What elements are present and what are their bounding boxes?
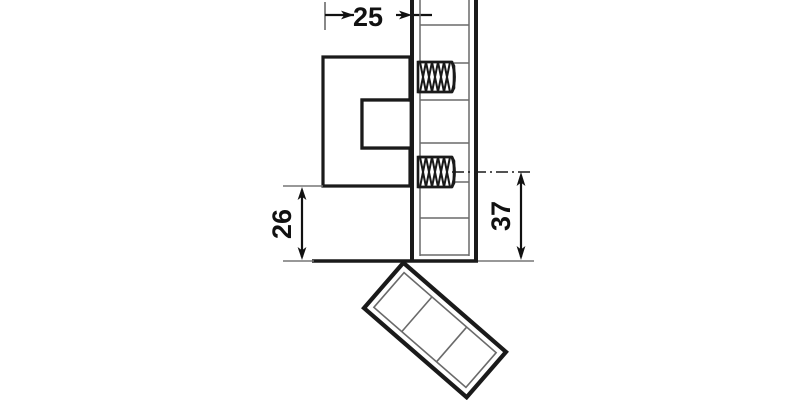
vertical-panel (410, 0, 478, 262)
dimension-37: 37 (486, 172, 526, 260)
dimension-label-25: 25 (353, 2, 383, 32)
dimension-label-26: 26 (267, 209, 297, 239)
rotated-panel-divider-2 (435, 326, 468, 363)
dimension-25: 25 (324, 0, 432, 32)
screw-upper-thread-b (419, 61, 451, 93)
dim-arrowhead-25-right (399, 10, 412, 20)
rotated-panel-divider-1 (401, 296, 433, 333)
dimension-26: 26 (267, 187, 307, 260)
screw-upper (416, 60, 456, 94)
bracket-h-notch-overlay (360, 98, 410, 150)
dim-arrowhead-37-top (516, 172, 526, 186)
bracket-notch-void (363, 101, 410, 147)
dimension-label-37: 37 (486, 201, 516, 231)
screw-upper-tip (450, 61, 456, 93)
mounting-bracket (321, 55, 412, 188)
screw-lower-thread-b (419, 156, 451, 188)
base-lines (283, 185, 534, 263)
dim-arrowhead-26-top (297, 187, 307, 200)
dim-arrowhead-37-bottom (516, 246, 526, 260)
screw-lower (416, 155, 456, 189)
dim-arrowhead-26-bottom (297, 247, 307, 260)
rotated-panel-inner (372, 271, 498, 389)
rotated-panel (361, 259, 509, 400)
